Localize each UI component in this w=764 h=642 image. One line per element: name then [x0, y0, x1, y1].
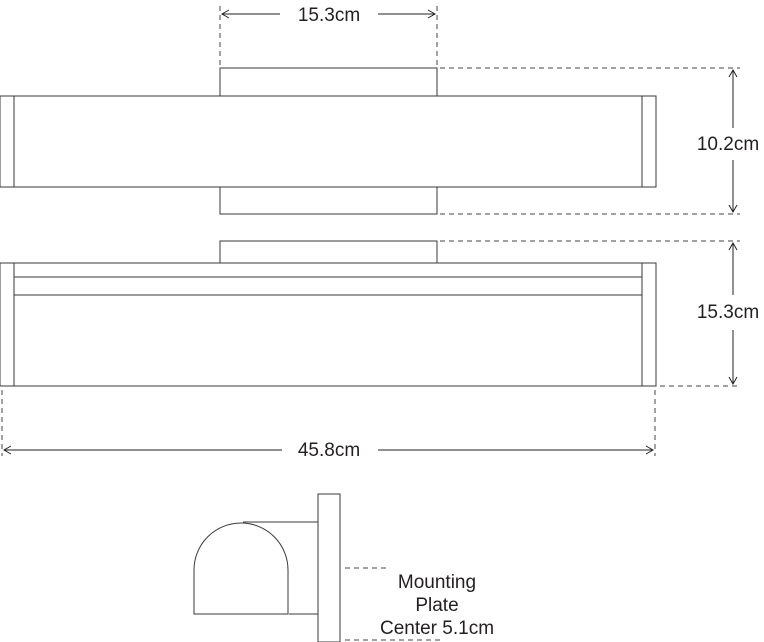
side-mounting-plate — [219, 240, 438, 265]
side-body-outer — [0, 262, 657, 387]
mounting-plate-label: Mounting Plate Center 5.1cm — [380, 572, 494, 639]
mount-width-dimension: 15.3cm — [219, 5, 438, 68]
front-body-inner — [13, 95, 643, 188]
side-height-dimension: 15.3cm — [440, 240, 759, 387]
side-height-label: 15.3cm — [697, 302, 759, 323]
mount-width-label: 15.3cm — [298, 5, 360, 26]
front-height-label: 10.2cm — [697, 134, 759, 155]
overall-width-label: 45.8cm — [298, 440, 360, 461]
mounting-plate-line2: Plate — [415, 595, 458, 616]
overall-width-dimension: 45.8cm — [1, 390, 656, 461]
front-view — [0, 67, 657, 215]
profile-view — [193, 493, 440, 642]
side-body-lip — [13, 276, 643, 296]
mounting-plate-line1: Mounting — [398, 572, 476, 593]
profile-shade — [193, 522, 289, 615]
front-height-dimension: 10.2cm — [440, 67, 759, 215]
front-body-outer — [0, 95, 657, 188]
side-view — [0, 240, 657, 387]
mounting-plate-line3: Center 5.1cm — [380, 618, 494, 639]
side-body-inner — [13, 262, 643, 387]
profile-wall-plate — [317, 493, 341, 642]
